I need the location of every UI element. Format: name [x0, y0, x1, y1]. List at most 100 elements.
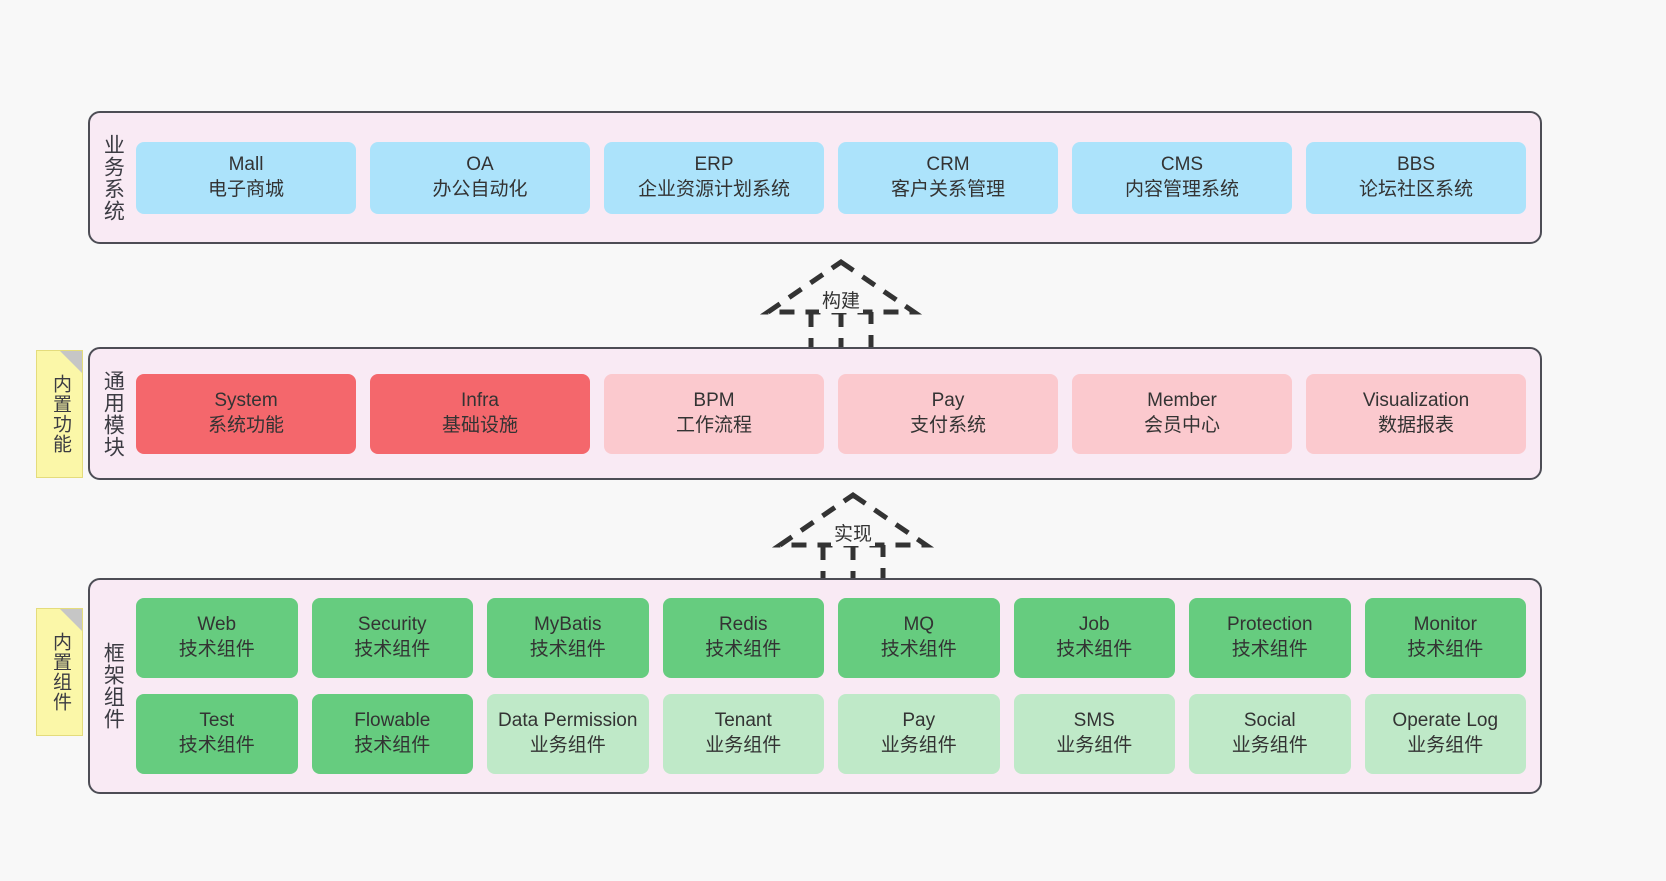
card-oa[interactable]: OA 办公自动化	[370, 141, 590, 214]
card-subtitle: 业务组件	[1231, 735, 1308, 756]
card-subtitle: 论坛社区系统	[1358, 178, 1473, 200]
card-member[interactable]: Member 会员中心	[1072, 373, 1292, 454]
card-title: Social	[1243, 710, 1296, 732]
card-mq[interactable]: MQ 技术组件	[838, 598, 1000, 678]
card-title: SMS	[1073, 710, 1115, 732]
card-title: CRM	[926, 153, 970, 175]
card-social[interactable]: Social 业务组件	[1189, 694, 1351, 774]
card-title: ERP	[694, 153, 734, 175]
card-subtitle: 工作流程	[675, 414, 752, 436]
card-subtitle: 业务组件	[1407, 735, 1484, 756]
card-bpm[interactable]: BPM 工作流程	[604, 373, 824, 454]
layer-business-systems: 业务系统 Mall 电子商城 OA 办公自动化 ERP 企业资源计划系统 CRM…	[88, 111, 1542, 244]
card-subtitle: 基础设施	[441, 414, 518, 436]
card-visualization[interactable]: Visualization 数据报表	[1306, 373, 1526, 454]
card-title: MyBatis	[533, 614, 602, 636]
card-system[interactable]: System 系统功能	[136, 373, 356, 454]
note-label: 内置组件	[49, 632, 71, 712]
card-pay-business[interactable]: Pay 业务组件	[838, 694, 1000, 774]
card-title: Redis	[718, 614, 768, 636]
layer-common-modules: 通用模块 System 系统功能 Infra 基础设施 BPM 工作流程 Pay…	[88, 347, 1542, 480]
card-test[interactable]: Test 技术组件	[136, 694, 298, 774]
card-title: Operate Log	[1392, 710, 1499, 732]
card-subtitle: 技术组件	[705, 639, 782, 660]
card-protection[interactable]: Protection 技术组件	[1189, 598, 1351, 678]
card-title: Pay	[931, 389, 965, 411]
card-subtitle: 业务组件	[705, 735, 782, 756]
card-pay[interactable]: Pay 支付系统	[838, 373, 1058, 454]
layer-title-business-systems: 业务系统	[101, 133, 125, 222]
note-label: 内置功能	[49, 374, 71, 454]
card-mall[interactable]: Mall 电子商城	[136, 141, 356, 214]
card-title: Flowable	[354, 710, 431, 732]
card-subtitle: 业务组件	[529, 735, 606, 756]
card-subtitle: 技术组件	[880, 639, 957, 660]
card-infra[interactable]: Infra 基础设施	[370, 373, 590, 454]
card-subtitle: 业务组件	[1056, 735, 1133, 756]
card-title: Monitor	[1413, 614, 1477, 636]
card-subtitle: 技术组件	[354, 639, 431, 660]
card-cms[interactable]: CMS 内容管理系统	[1072, 141, 1292, 214]
card-title: Protection	[1226, 614, 1313, 636]
connector-build: 构建	[746, 256, 936, 356]
card-title: System	[214, 389, 278, 411]
layer-body-framework-components: Web 技术组件 Security 技术组件 MyBatis 技术组件 Redi…	[134, 580, 1540, 792]
card-title: BBS	[1396, 153, 1436, 175]
card-web[interactable]: Web 技术组件	[136, 598, 298, 678]
card-mybatis[interactable]: MyBatis 技术组件	[487, 598, 649, 678]
card-subtitle: 电子商城	[207, 178, 284, 200]
card-subtitle: 技术组件	[1231, 639, 1308, 660]
card-title: OA	[466, 153, 494, 175]
card-title: Security	[357, 614, 427, 636]
card-operate-log[interactable]: Operate Log 业务组件	[1364, 694, 1526, 774]
card-title: CMS	[1160, 153, 1204, 175]
card-row: Mall 电子商城 OA 办公自动化 ERP 企业资源计划系统 CRM 客户关系…	[136, 141, 1526, 214]
card-crm[interactable]: CRM 客户关系管理	[838, 141, 1058, 214]
card-subtitle: 数据报表	[1377, 414, 1454, 436]
layer-body-business-systems: Mall 电子商城 OA 办公自动化 ERP 企业资源计划系统 CRM 客户关系…	[134, 113, 1540, 242]
card-subtitle: 技术组件	[1407, 639, 1484, 660]
card-monitor[interactable]: Monitor 技术组件	[1364, 598, 1526, 678]
card-erp[interactable]: ERP 企业资源计划系统	[604, 141, 824, 214]
card-subtitle: 会员中心	[1143, 414, 1220, 436]
card-job[interactable]: Job 技术组件	[1013, 598, 1175, 678]
card-subtitle: 技术组件	[178, 639, 255, 660]
card-title: Web	[197, 614, 237, 636]
card-title: Pay	[902, 710, 936, 732]
card-subtitle: 技术组件	[529, 639, 606, 660]
card-subtitle: 技术组件	[178, 735, 255, 756]
card-title: Job	[1078, 614, 1110, 636]
note-builtin-function: 内置功能	[36, 350, 83, 478]
card-data-permission[interactable]: Data Permission 业务组件	[487, 694, 649, 774]
card-subtitle: 内容管理系统	[1124, 178, 1239, 200]
card-row: Web 技术组件 Security 技术组件 MyBatis 技术组件 Redi…	[136, 598, 1526, 678]
card-subtitle: 支付系统	[909, 414, 986, 436]
card-title: Data Permission	[498, 710, 638, 732]
card-subtitle: 客户关系管理	[890, 178, 1005, 200]
card-subtitle: 系统功能	[207, 414, 284, 436]
card-security[interactable]: Security 技术组件	[311, 598, 473, 678]
card-row: Test 技术组件 Flowable 技术组件 Data Permission …	[136, 694, 1526, 774]
card-bbs[interactable]: BBS 论坛社区系统	[1306, 141, 1526, 214]
note-builtin-component: 内置组件	[36, 608, 83, 736]
card-subtitle: 办公自动化	[432, 178, 528, 200]
card-title: Test	[199, 710, 235, 732]
connector-implement-label: 实现	[830, 523, 876, 546]
card-flowable[interactable]: Flowable 技术组件	[311, 694, 473, 774]
layer-title-framework-components: 框架组件	[101, 642, 125, 730]
card-title: BPM	[693, 389, 735, 411]
card-row: System 系统功能 Infra 基础设施 BPM 工作流程 Pay 支付系统…	[136, 373, 1526, 454]
card-title: Tenant	[714, 710, 772, 732]
card-tenant[interactable]: Tenant 业务组件	[662, 694, 824, 774]
layer-framework-components: 框架组件 Web 技术组件 Security 技术组件 MyBatis 技术组件…	[88, 578, 1542, 794]
card-sms[interactable]: SMS 业务组件	[1013, 694, 1175, 774]
card-title: Mall	[228, 153, 264, 175]
card-title: Infra	[460, 389, 500, 411]
card-redis[interactable]: Redis 技术组件	[662, 598, 824, 678]
connector-build-label: 构建	[818, 290, 864, 313]
card-title: Visualization	[1362, 389, 1470, 411]
card-title: MQ	[903, 614, 935, 636]
layer-title-common-modules: 通用模块	[101, 369, 125, 458]
card-title: Member	[1147, 389, 1217, 411]
